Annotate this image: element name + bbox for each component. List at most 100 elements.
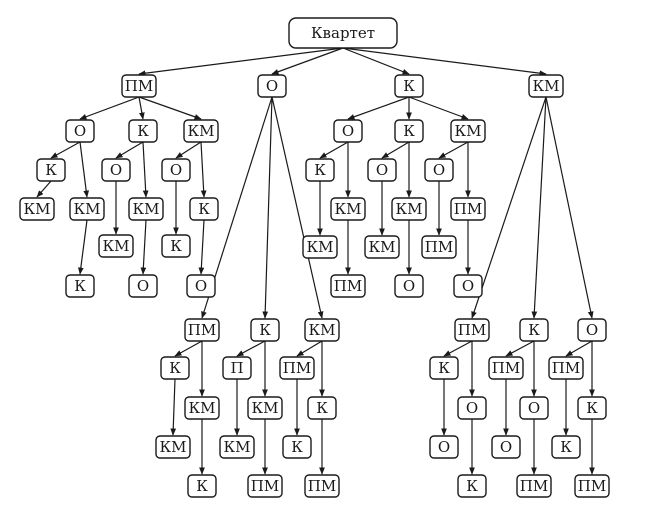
node-o: О bbox=[65, 119, 95, 143]
edge-arrow bbox=[262, 96, 273, 319]
node-km: КМ bbox=[304, 318, 340, 342]
node-k: К bbox=[577, 396, 607, 420]
node-label: К bbox=[170, 237, 182, 255]
node-label: К bbox=[74, 277, 86, 295]
node-km: КМ bbox=[155, 435, 191, 459]
edge-arrow bbox=[138, 96, 202, 120]
node-label: ПМ bbox=[425, 238, 453, 256]
node-k: К bbox=[282, 435, 312, 459]
node-box bbox=[394, 74, 424, 98]
node-k: К bbox=[36, 158, 66, 182]
edge-arrow bbox=[408, 96, 469, 120]
node-box bbox=[577, 318, 607, 342]
node-box bbox=[577, 396, 607, 420]
node-o: О bbox=[367, 158, 397, 182]
node-label: О bbox=[376, 161, 388, 179]
node-km: КМ bbox=[183, 119, 219, 143]
node-label: ПМ bbox=[334, 277, 362, 295]
node-k: К bbox=[305, 158, 335, 182]
edge-arrow bbox=[170, 378, 177, 436]
node-box bbox=[189, 197, 219, 221]
edge-arrow bbox=[174, 340, 203, 357]
node-k: К bbox=[394, 119, 424, 143]
node-label: О bbox=[170, 161, 182, 179]
node-box bbox=[219, 435, 255, 459]
edge-arrow bbox=[296, 340, 323, 357]
node-label: О bbox=[528, 399, 540, 417]
node-box bbox=[247, 474, 283, 498]
node-pm: ПМ bbox=[121, 74, 157, 98]
node-label: КМ bbox=[74, 200, 101, 218]
node-label: О bbox=[500, 438, 512, 456]
node-k: К bbox=[551, 435, 581, 459]
node-box bbox=[367, 158, 397, 182]
node-label: О bbox=[137, 277, 149, 295]
node-label: К bbox=[403, 77, 415, 95]
node-label: К bbox=[528, 321, 540, 339]
edge-arrow bbox=[198, 219, 205, 275]
node-label: КМ bbox=[103, 237, 130, 255]
edge-arrow bbox=[565, 340, 593, 357]
node-label: О bbox=[74, 122, 86, 140]
node-km: КМ bbox=[450, 119, 486, 143]
node-label: КМ bbox=[369, 238, 396, 256]
node-label: К bbox=[137, 122, 149, 140]
node-box bbox=[101, 158, 131, 182]
node-label: К bbox=[586, 399, 598, 417]
node-box bbox=[279, 356, 315, 380]
edge-arrow bbox=[271, 96, 324, 319]
node-label: К bbox=[196, 477, 208, 495]
node-km: КМ bbox=[364, 235, 400, 259]
node-label: ПМ bbox=[125, 77, 153, 95]
node-box bbox=[65, 274, 95, 298]
node-p: П bbox=[222, 356, 252, 380]
node-label: КМ bbox=[335, 200, 362, 218]
node-km: КМ bbox=[247, 396, 283, 420]
node-km: КМ bbox=[219, 435, 255, 459]
node-box bbox=[330, 197, 366, 221]
node-box bbox=[488, 356, 524, 380]
node-pm: ПМ bbox=[548, 356, 584, 380]
node-label: ПМ bbox=[458, 321, 486, 339]
node-label: КМ bbox=[252, 399, 279, 417]
node-box bbox=[307, 396, 337, 420]
node-o: О bbox=[333, 119, 363, 143]
node-box bbox=[394, 274, 424, 298]
node-pm: ПМ bbox=[574, 474, 610, 498]
node-box bbox=[457, 396, 487, 420]
node-label: КМ bbox=[396, 200, 423, 218]
node-label: К bbox=[466, 477, 478, 495]
edge-arrow bbox=[505, 340, 535, 357]
node-label: К bbox=[198, 200, 210, 218]
node-box bbox=[330, 274, 366, 298]
node-box bbox=[548, 356, 584, 380]
node-label: ПМ bbox=[578, 477, 606, 495]
node-box bbox=[161, 234, 191, 258]
edge-arrow bbox=[200, 141, 207, 198]
node-km: КМ bbox=[128, 197, 164, 221]
edge-arrow bbox=[342, 47, 547, 77]
node-o: О bbox=[491, 435, 521, 459]
node-box bbox=[36, 158, 66, 182]
node-box bbox=[457, 474, 487, 498]
node-o: О bbox=[453, 274, 483, 298]
node-label: О bbox=[195, 277, 207, 295]
node-label: К bbox=[45, 161, 57, 179]
node-k: К bbox=[189, 197, 219, 221]
node-box bbox=[186, 274, 216, 298]
node-box bbox=[429, 356, 459, 380]
node-label: О bbox=[110, 161, 122, 179]
node-k: К bbox=[519, 318, 549, 342]
node-box bbox=[128, 197, 164, 221]
edge-arrow bbox=[443, 340, 473, 357]
node-k: К bbox=[429, 356, 459, 380]
node-box bbox=[424, 158, 454, 182]
node-box bbox=[250, 318, 280, 342]
node-box bbox=[161, 158, 191, 182]
node-label: ПМ bbox=[520, 477, 548, 495]
edge-arrow bbox=[138, 96, 145, 120]
edge-arrow bbox=[115, 141, 144, 159]
node-label: К bbox=[291, 438, 303, 456]
node-label: ПМ bbox=[552, 359, 580, 377]
